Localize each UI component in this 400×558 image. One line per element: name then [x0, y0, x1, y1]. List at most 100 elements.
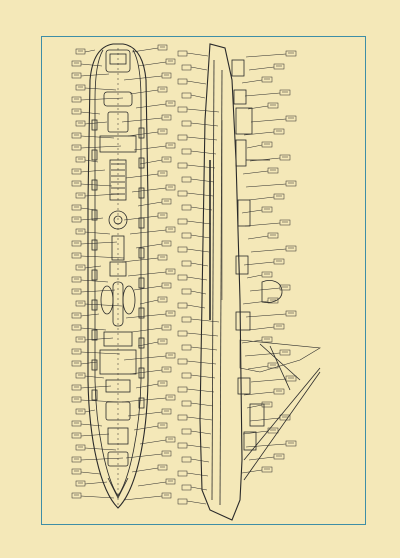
label-tag [161, 282, 172, 289]
label-tag [177, 442, 188, 449]
leader-line [244, 222, 281, 227]
label-tag [161, 324, 172, 331]
label-tag [273, 63, 285, 70]
leader-line [245, 443, 287, 448]
label-tag [181, 428, 192, 435]
label-tag [71, 108, 82, 115]
leader-line [133, 145, 167, 151]
leader-line [241, 339, 263, 344]
label-tag [161, 492, 172, 499]
label-tag [285, 180, 297, 187]
label-tag [177, 134, 188, 141]
leader-line [190, 374, 216, 379]
leader-line [84, 231, 111, 235]
leader-line [186, 388, 215, 393]
leader-line [84, 193, 120, 197]
profile-callout-labels [241, 50, 297, 474]
label-tag [157, 212, 168, 219]
midship-house [111, 235, 125, 261]
leader-line [139, 299, 159, 305]
leader-line [80, 183, 113, 187]
leader-line [190, 66, 208, 71]
leader-line [246, 274, 263, 279]
leader-line [186, 416, 213, 421]
label-tag [177, 162, 188, 169]
stern-detail [107, 477, 129, 499]
label-tag [71, 252, 82, 259]
leader-line [190, 122, 219, 127]
leader-line [80, 169, 106, 173]
leader-line [242, 430, 269, 435]
label-tag [181, 204, 192, 211]
label-tag [177, 330, 188, 337]
label-tag [177, 274, 188, 281]
torpedo-mount [108, 210, 128, 230]
label-tag [279, 154, 291, 161]
starboard-fitting [138, 157, 145, 169]
label-tag [285, 50, 297, 57]
label-tag [75, 480, 86, 487]
leader-line [80, 385, 112, 389]
leader-line [248, 66, 275, 71]
leader-line [139, 159, 163, 165]
label-tag [71, 168, 82, 175]
label-tag [181, 316, 192, 323]
label-tag [71, 216, 82, 223]
stay-line [259, 343, 301, 381]
leader-line [127, 271, 167, 277]
label-tag [75, 336, 86, 343]
label-tag [267, 167, 279, 174]
leader-line [244, 92, 281, 97]
starboard-fitting [138, 337, 145, 349]
leader-line [80, 279, 109, 283]
starboard-fitting [138, 307, 145, 319]
label-tag [177, 50, 188, 57]
leader-line [84, 265, 102, 269]
leader-line [80, 111, 101, 115]
midship-profile [237, 199, 251, 227]
label-tag [71, 348, 82, 355]
label-tag [165, 352, 176, 359]
label-tag [71, 240, 82, 247]
label-tag [181, 260, 192, 267]
starboard-fitting [138, 217, 145, 229]
port-fitting [91, 149, 98, 161]
ensign-staff-stay [243, 371, 321, 481]
label-tag [165, 310, 176, 317]
leader-line [241, 209, 263, 214]
forward-turret [105, 49, 131, 73]
label-tag [177, 218, 188, 225]
label-tag [177, 78, 188, 85]
leader-line [186, 304, 206, 309]
leader-line [125, 453, 163, 459]
leader-line [80, 433, 110, 437]
label-tag [181, 484, 192, 491]
port-fitting [91, 299, 98, 311]
label-tag [75, 228, 86, 235]
leader-line [186, 500, 207, 505]
label-tag [261, 206, 273, 213]
leader-line [125, 173, 159, 179]
leader-line [186, 192, 214, 197]
leader-line [80, 97, 124, 101]
label-tag [75, 120, 86, 127]
label-tag [177, 414, 188, 421]
leader-line [131, 327, 163, 333]
label-tag [71, 276, 82, 283]
label-tag [273, 258, 285, 265]
label-tag [71, 72, 82, 79]
leader-line [121, 257, 159, 263]
leader-line [80, 207, 97, 211]
label-tag [71, 420, 82, 427]
leader-line [186, 136, 218, 141]
label-tag [75, 408, 86, 415]
label-tag [161, 114, 172, 121]
aft-funnel [112, 281, 124, 327]
leader-line [249, 157, 281, 162]
port-fitting [91, 269, 98, 281]
leader-line [190, 234, 211, 239]
bridge-block [107, 111, 129, 133]
leader-line [137, 201, 163, 207]
label-tag [285, 245, 297, 252]
label-tag [165, 58, 176, 65]
